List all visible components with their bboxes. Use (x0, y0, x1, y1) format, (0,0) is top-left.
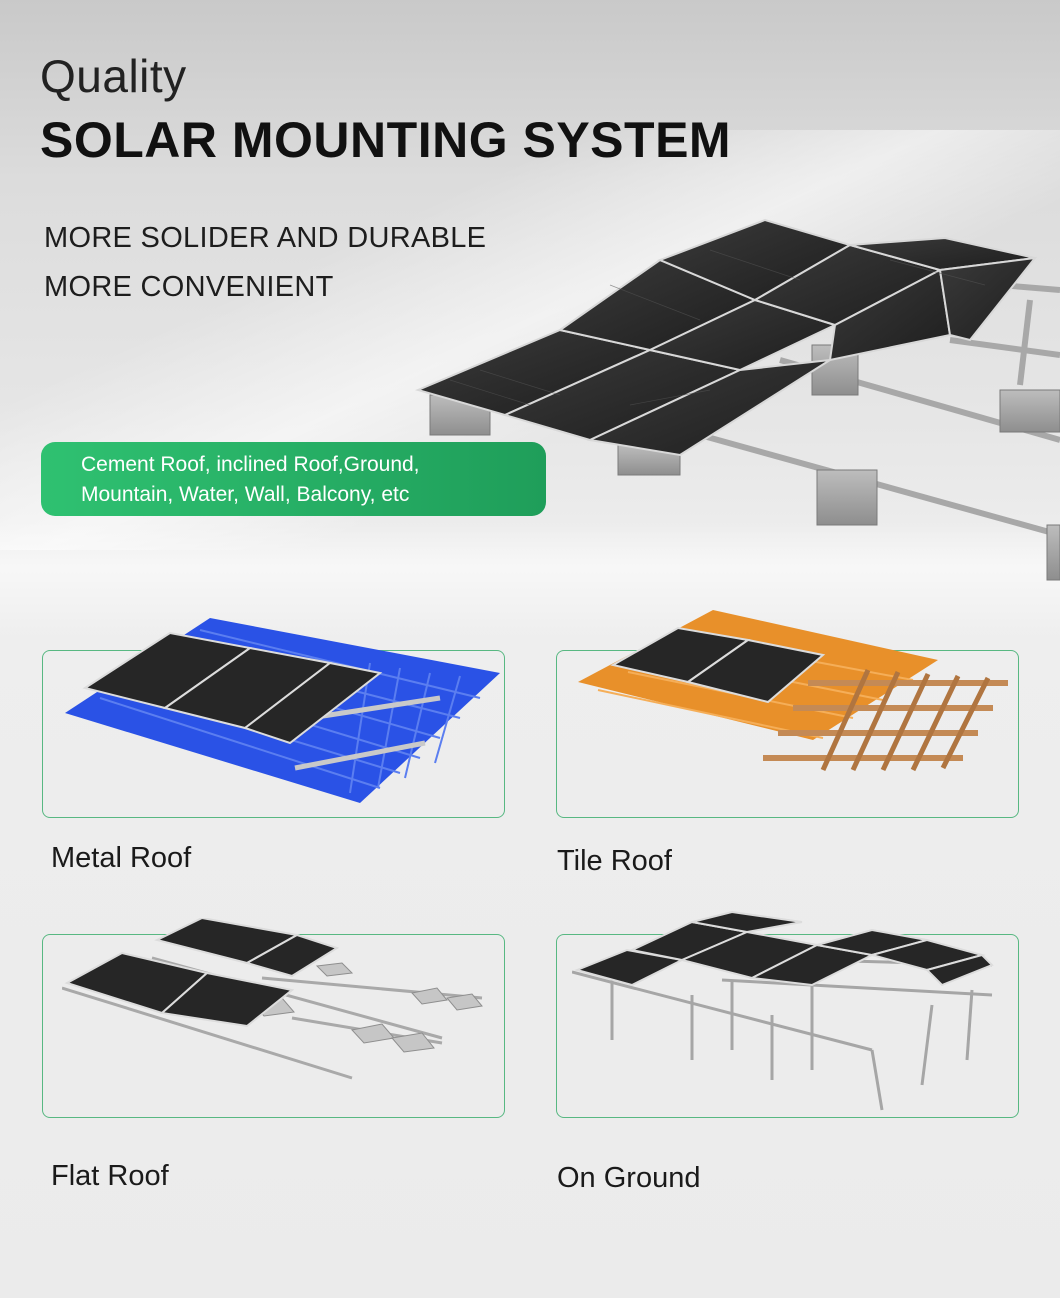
metal-roof-illustration (65, 618, 500, 803)
metal-roof-label: Metal Roof (51, 842, 192, 874)
ground-mount-label: On Ground (557, 1162, 701, 1194)
feature-convenient: MORE CONVENIENT (44, 271, 334, 303)
flat-roof-illustration (62, 918, 483, 1080)
badge-line-2: Mountain, Water, Wall, Balcony, etc (81, 483, 410, 506)
tile-roof-label: Tile Roof (557, 845, 672, 877)
page-title: SOLAR MOUNTING SYSTEM (40, 112, 732, 168)
tile-roof-illustration (578, 610, 1008, 772)
heading-kicker: Quality (40, 50, 187, 102)
flat-roof-label: Flat Roof (51, 1160, 169, 1192)
ground-mount-illustration (572, 910, 994, 1111)
badge-line-1: Cement Roof, inclined Roof,Ground, (81, 453, 420, 476)
hero-solar-array-illustration (415, 218, 1060, 581)
application-scenarios-badge: Cement Roof, inclined Roof,Ground, Mount… (41, 442, 546, 516)
feature-solid-durable: MORE SOLIDER AND DURABLE (44, 222, 487, 254)
background-floor (0, 520, 1060, 640)
